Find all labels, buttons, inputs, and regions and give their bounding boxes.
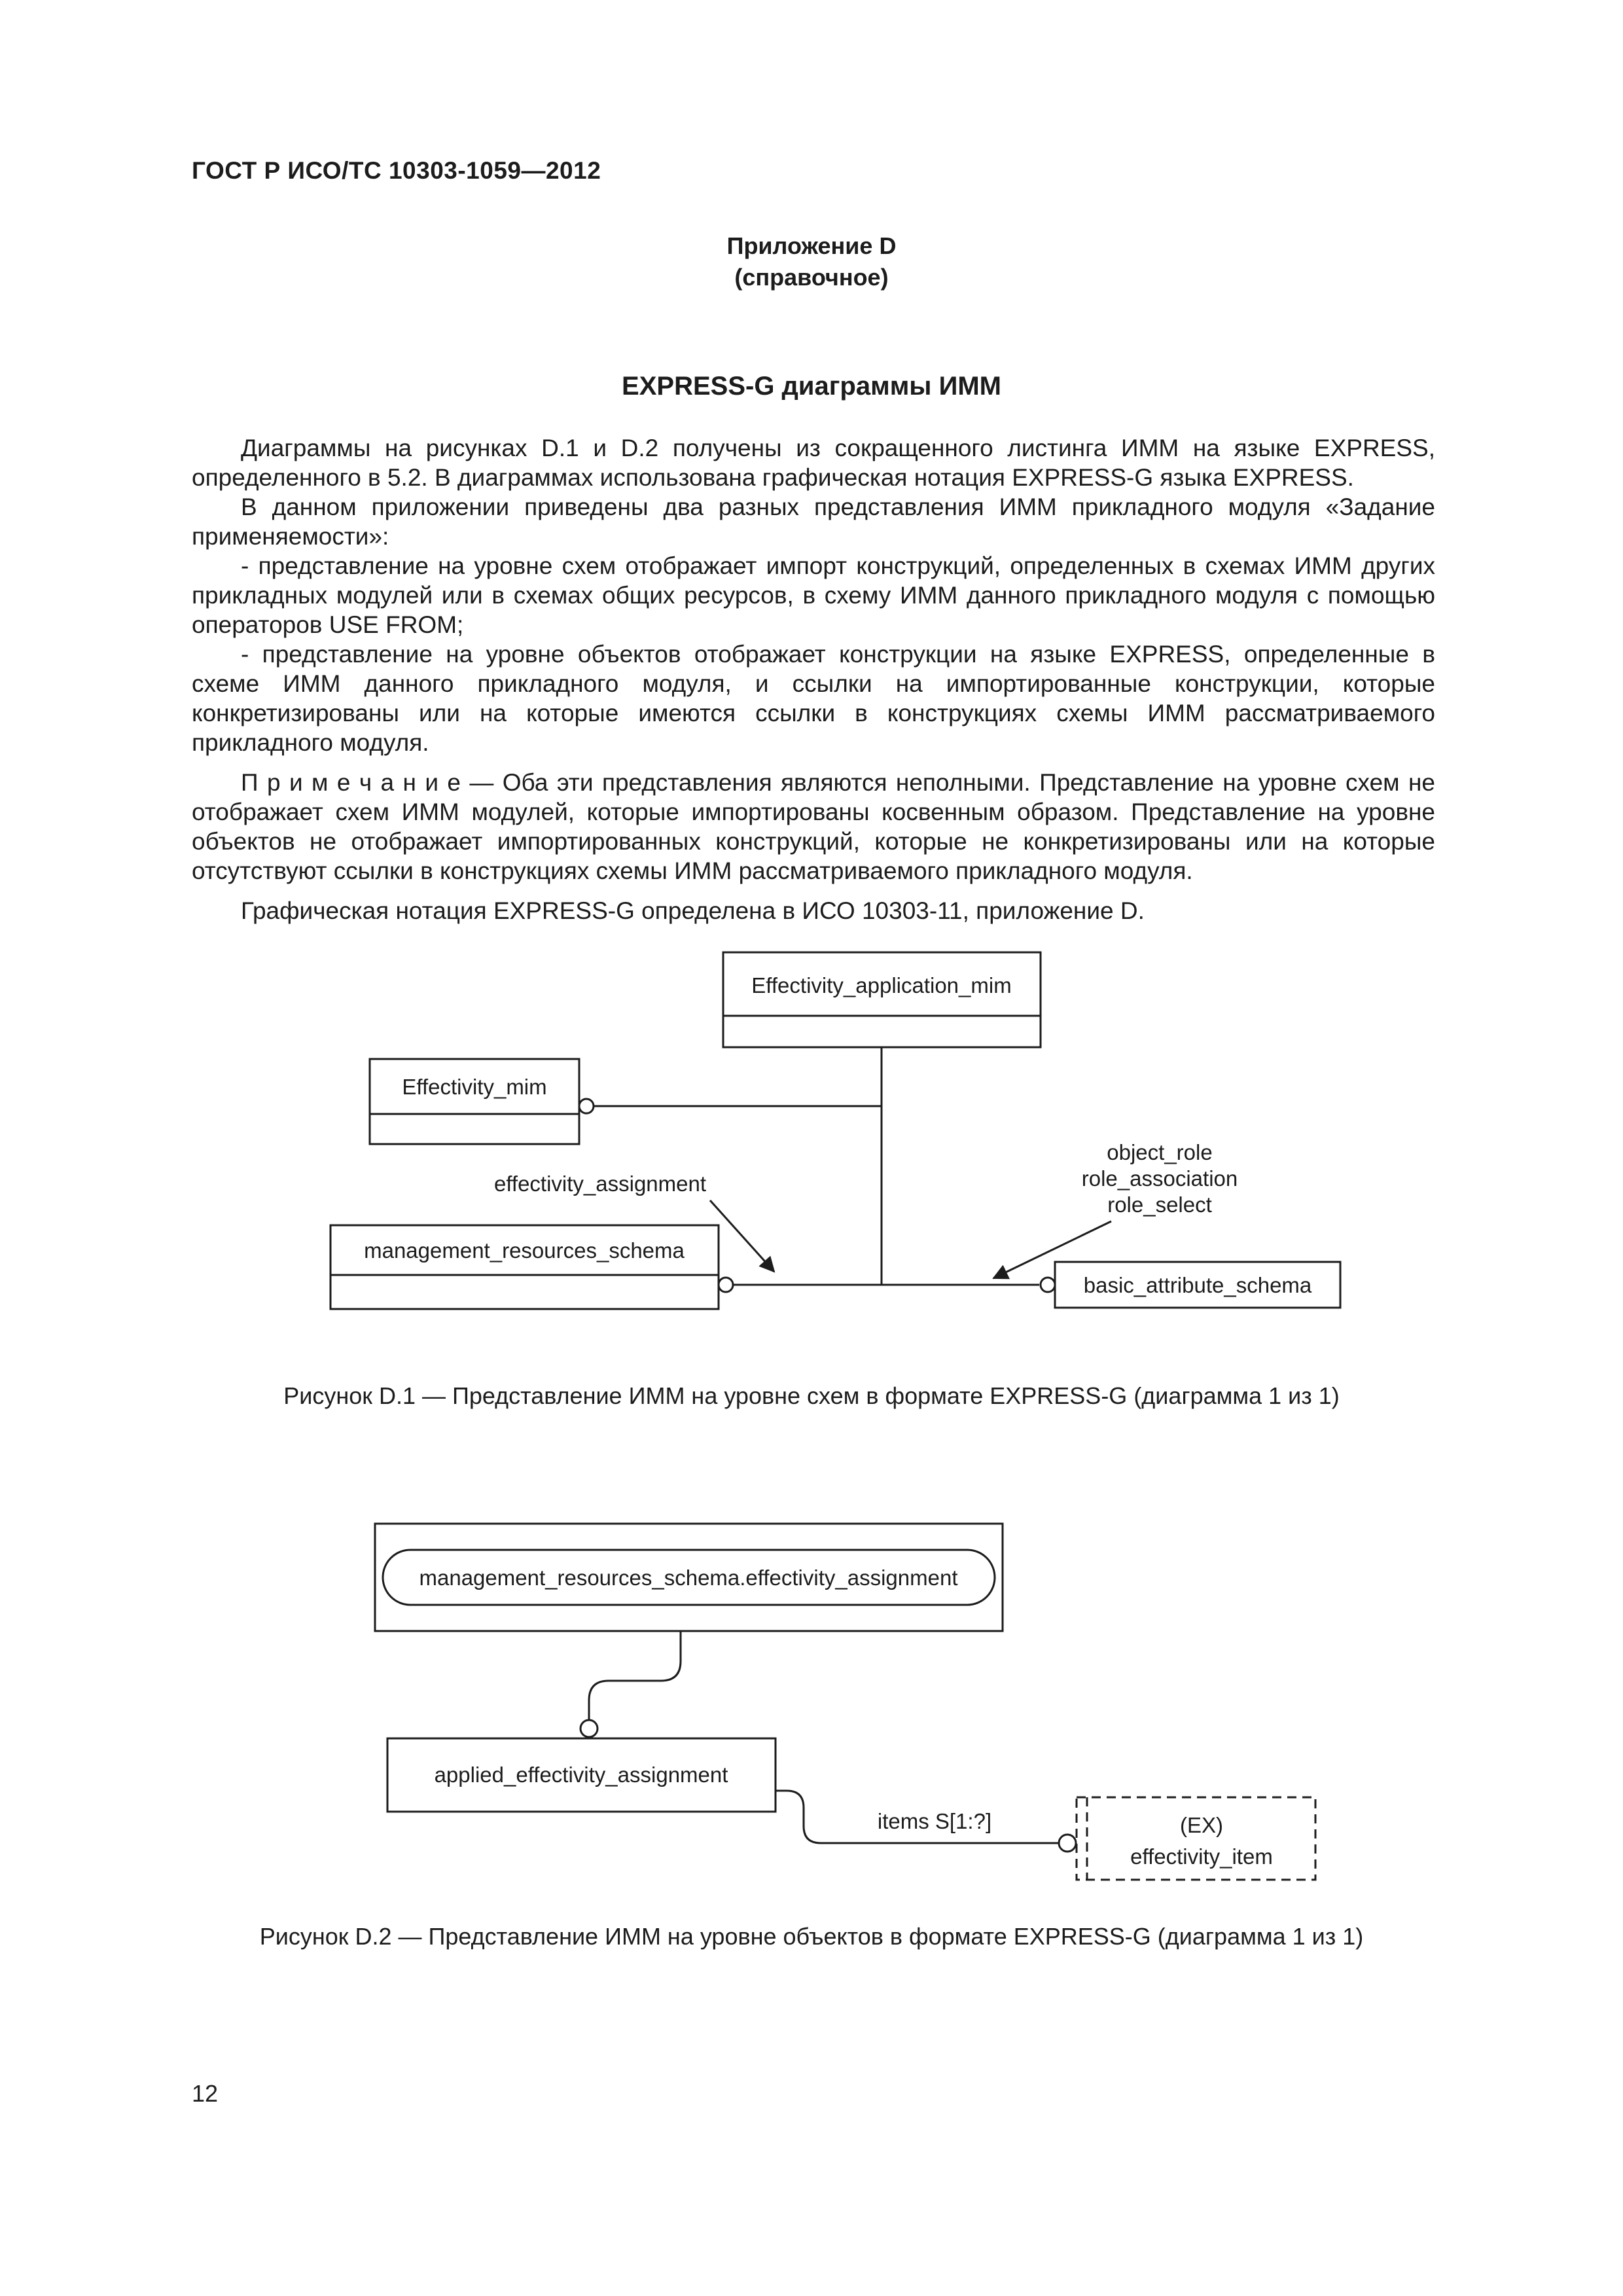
items-relation-wire [776,1789,1058,1844]
circle-items-link [1058,1833,1077,1853]
circle-basic-attribute [1039,1276,1056,1293]
entity-label: applied_effectivity_assignment [435,1763,728,1787]
box-effectivity-mim: Effectivity_mim [368,1058,580,1145]
schema-ref-label: management_resources_schema.effectivity_… [419,1566,958,1590]
box-label: basic_attribute_schema [1084,1273,1312,1297]
external-label-line2: effectivity_item [1130,1844,1273,1869]
note-label: П р и м е ч а н и е [241,769,461,796]
box-applied-effectivity-assignment: applied_effectivity_assignment [386,1737,777,1813]
schema-to-entity-wire [588,1631,682,1719]
box-management-resources-schema: management_resources_schema [329,1224,720,1310]
box-external-effectivity-item: (EX) effectivity_item [1075,1796,1317,1881]
box-label: management_resources_schema [364,1238,685,1263]
document-header: ГОСТ Р ИСО/ТС 10303-1059—2012 [192,157,601,184]
appendix-title-line2: (справочное) [734,264,889,291]
schema-ref-box: management_resources_schema.effectivity_… [374,1522,1004,1632]
box-label: Effectivity_application_mim [751,973,1011,997]
diagram-d2: management_resources_schema.effectivity_… [374,1522,1317,1881]
appendix-title: Приложение D (справочное) [0,230,1623,293]
figure-d2-caption: Рисунок D.2 — Представление ИММ на уровн… [259,1923,1364,1950]
label-object-role: object_role [1107,1140,1212,1164]
paragraph-3: - представление на уровне схем отображае… [192,552,1435,638]
appendix-title-line1: Приложение D [726,232,897,259]
label-role-association: role_association [1082,1166,1238,1191]
paragraph-2: В данном приложении приведены два разных… [192,493,1435,550]
label-effectivity-assignment: effectivity_assignment [494,1172,706,1196]
paragraph-5: Графическая нотация EXPRESS-G определена… [241,897,1145,924]
page-number: 12 [192,2080,219,2107]
figure-d1-caption: Рисунок D.1 — Представление ИММ на уровн… [283,1382,1340,1409]
label-items-relation: items S[1:?] [878,1809,991,1833]
diagram-d1-content: Effectivity_application_mim Effectivity_… [329,951,1342,1310]
label-role-select: role_select [1107,1193,1212,1217]
circle-effectivity-mim [578,1098,595,1115]
role-select-arrow [992,1220,1112,1280]
paragraph-4: - представление на уровне объектов отобр… [192,641,1435,756]
note-text: — Оба эти представления являются неполны… [192,769,1436,884]
circle-entity-link [579,1719,599,1738]
box-basic-attribute-schema: basic_attribute_schema [1054,1261,1342,1309]
circle-management-resources [717,1276,734,1293]
section-heading: EXPRESS-G диаграммы ИММ [622,372,1001,401]
box-label: Effectivity_mim [402,1075,546,1099]
note-paragraph: П р и м е ч а н и е — Оба эти представле… [192,768,1435,886]
body-text: Диаграммы на рисунках D.1 и D.2 получены… [192,433,1435,925]
external-label-line1: (EX) [1180,1813,1223,1837]
effectivity-assignment-arrow [709,1199,776,1273]
paragraph-1: Диаграммы на рисунках D.1 и D.2 получены… [192,435,1435,491]
box-effectivity-application-mim: Effectivity_application_mim [722,951,1042,1049]
